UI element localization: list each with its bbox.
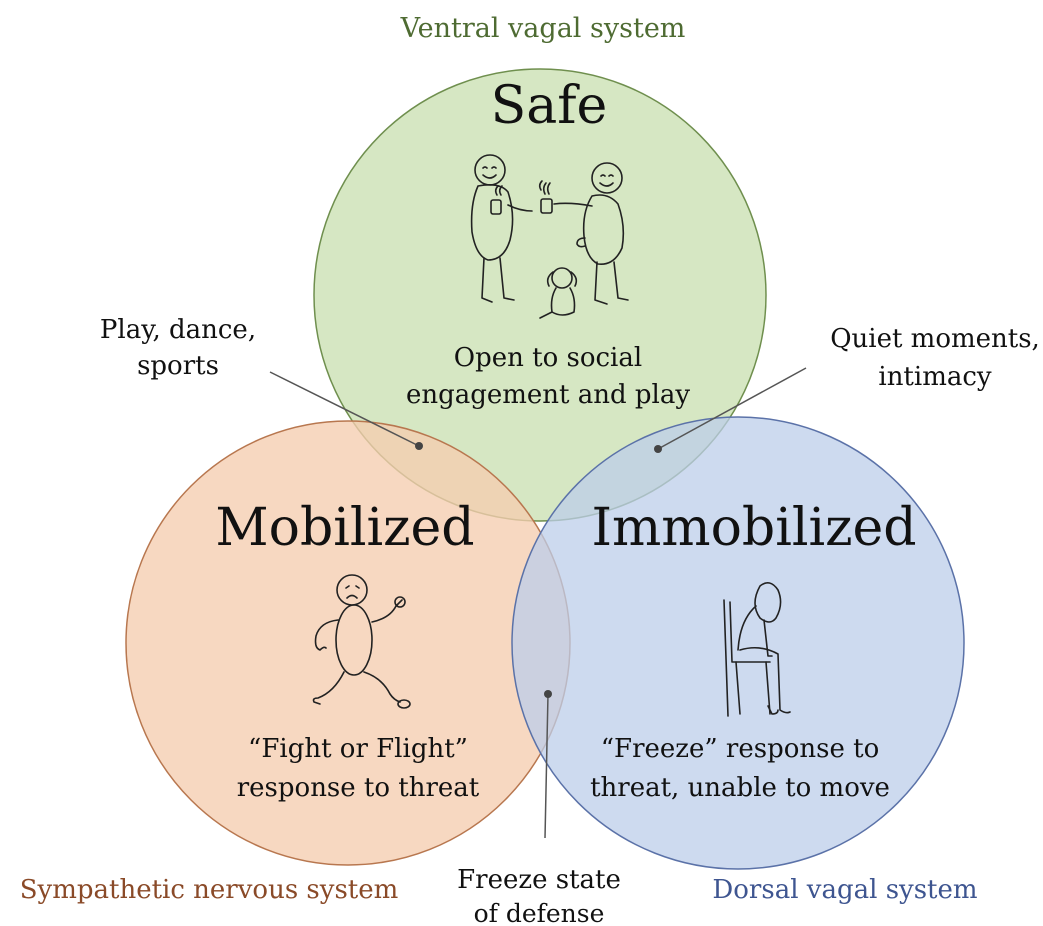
sympathetic-nervous-label: Sympathetic nervous system — [20, 875, 399, 905]
callout-safe-mobilized: Play, dance, sports — [100, 315, 423, 450]
mobilized-title: Mobilized — [215, 498, 474, 558]
immobilized-title: Immobilized — [591, 498, 916, 558]
safe-circle — [313, 68, 767, 522]
callout-freeze-line1: Freeze state — [457, 865, 621, 895]
callout-play-line2: sports — [137, 351, 219, 381]
running-figure-icon — [312, 574, 411, 709]
two-people-coffee-dog-icon — [470, 154, 629, 319]
mobilized-description-line2: response to threat — [237, 773, 480, 803]
callout-play-line1: Play, dance, — [100, 315, 256, 345]
immobilized-description-line2: threat, unable to move — [590, 773, 890, 803]
seated-slumped-figure-icon — [723, 582, 791, 717]
callout-mobilized-immobilized: Freeze state of defense — [457, 690, 621, 926]
callout-safe-immobilized: Quiet moments, intimacy — [654, 324, 1040, 453]
safe-description-line1: Open to social — [454, 343, 642, 373]
mobilized-description-line1: “Fight or Flight” — [248, 734, 468, 764]
callout-freeze-line2: of defense — [474, 899, 605, 926]
callout-quiet-line2: intimacy — [878, 362, 992, 392]
safe-description-line2: engagement and play — [406, 380, 690, 410]
immobilized-description-line1: “Freeze” response to — [601, 734, 879, 764]
safe-title: Safe — [491, 76, 608, 136]
ventral-vagal-label: Ventral vagal system — [400, 13, 686, 44]
dorsal-vagal-label: Dorsal vagal system — [712, 875, 977, 905]
callout-quiet-line1: Quiet moments, — [830, 324, 1040, 354]
